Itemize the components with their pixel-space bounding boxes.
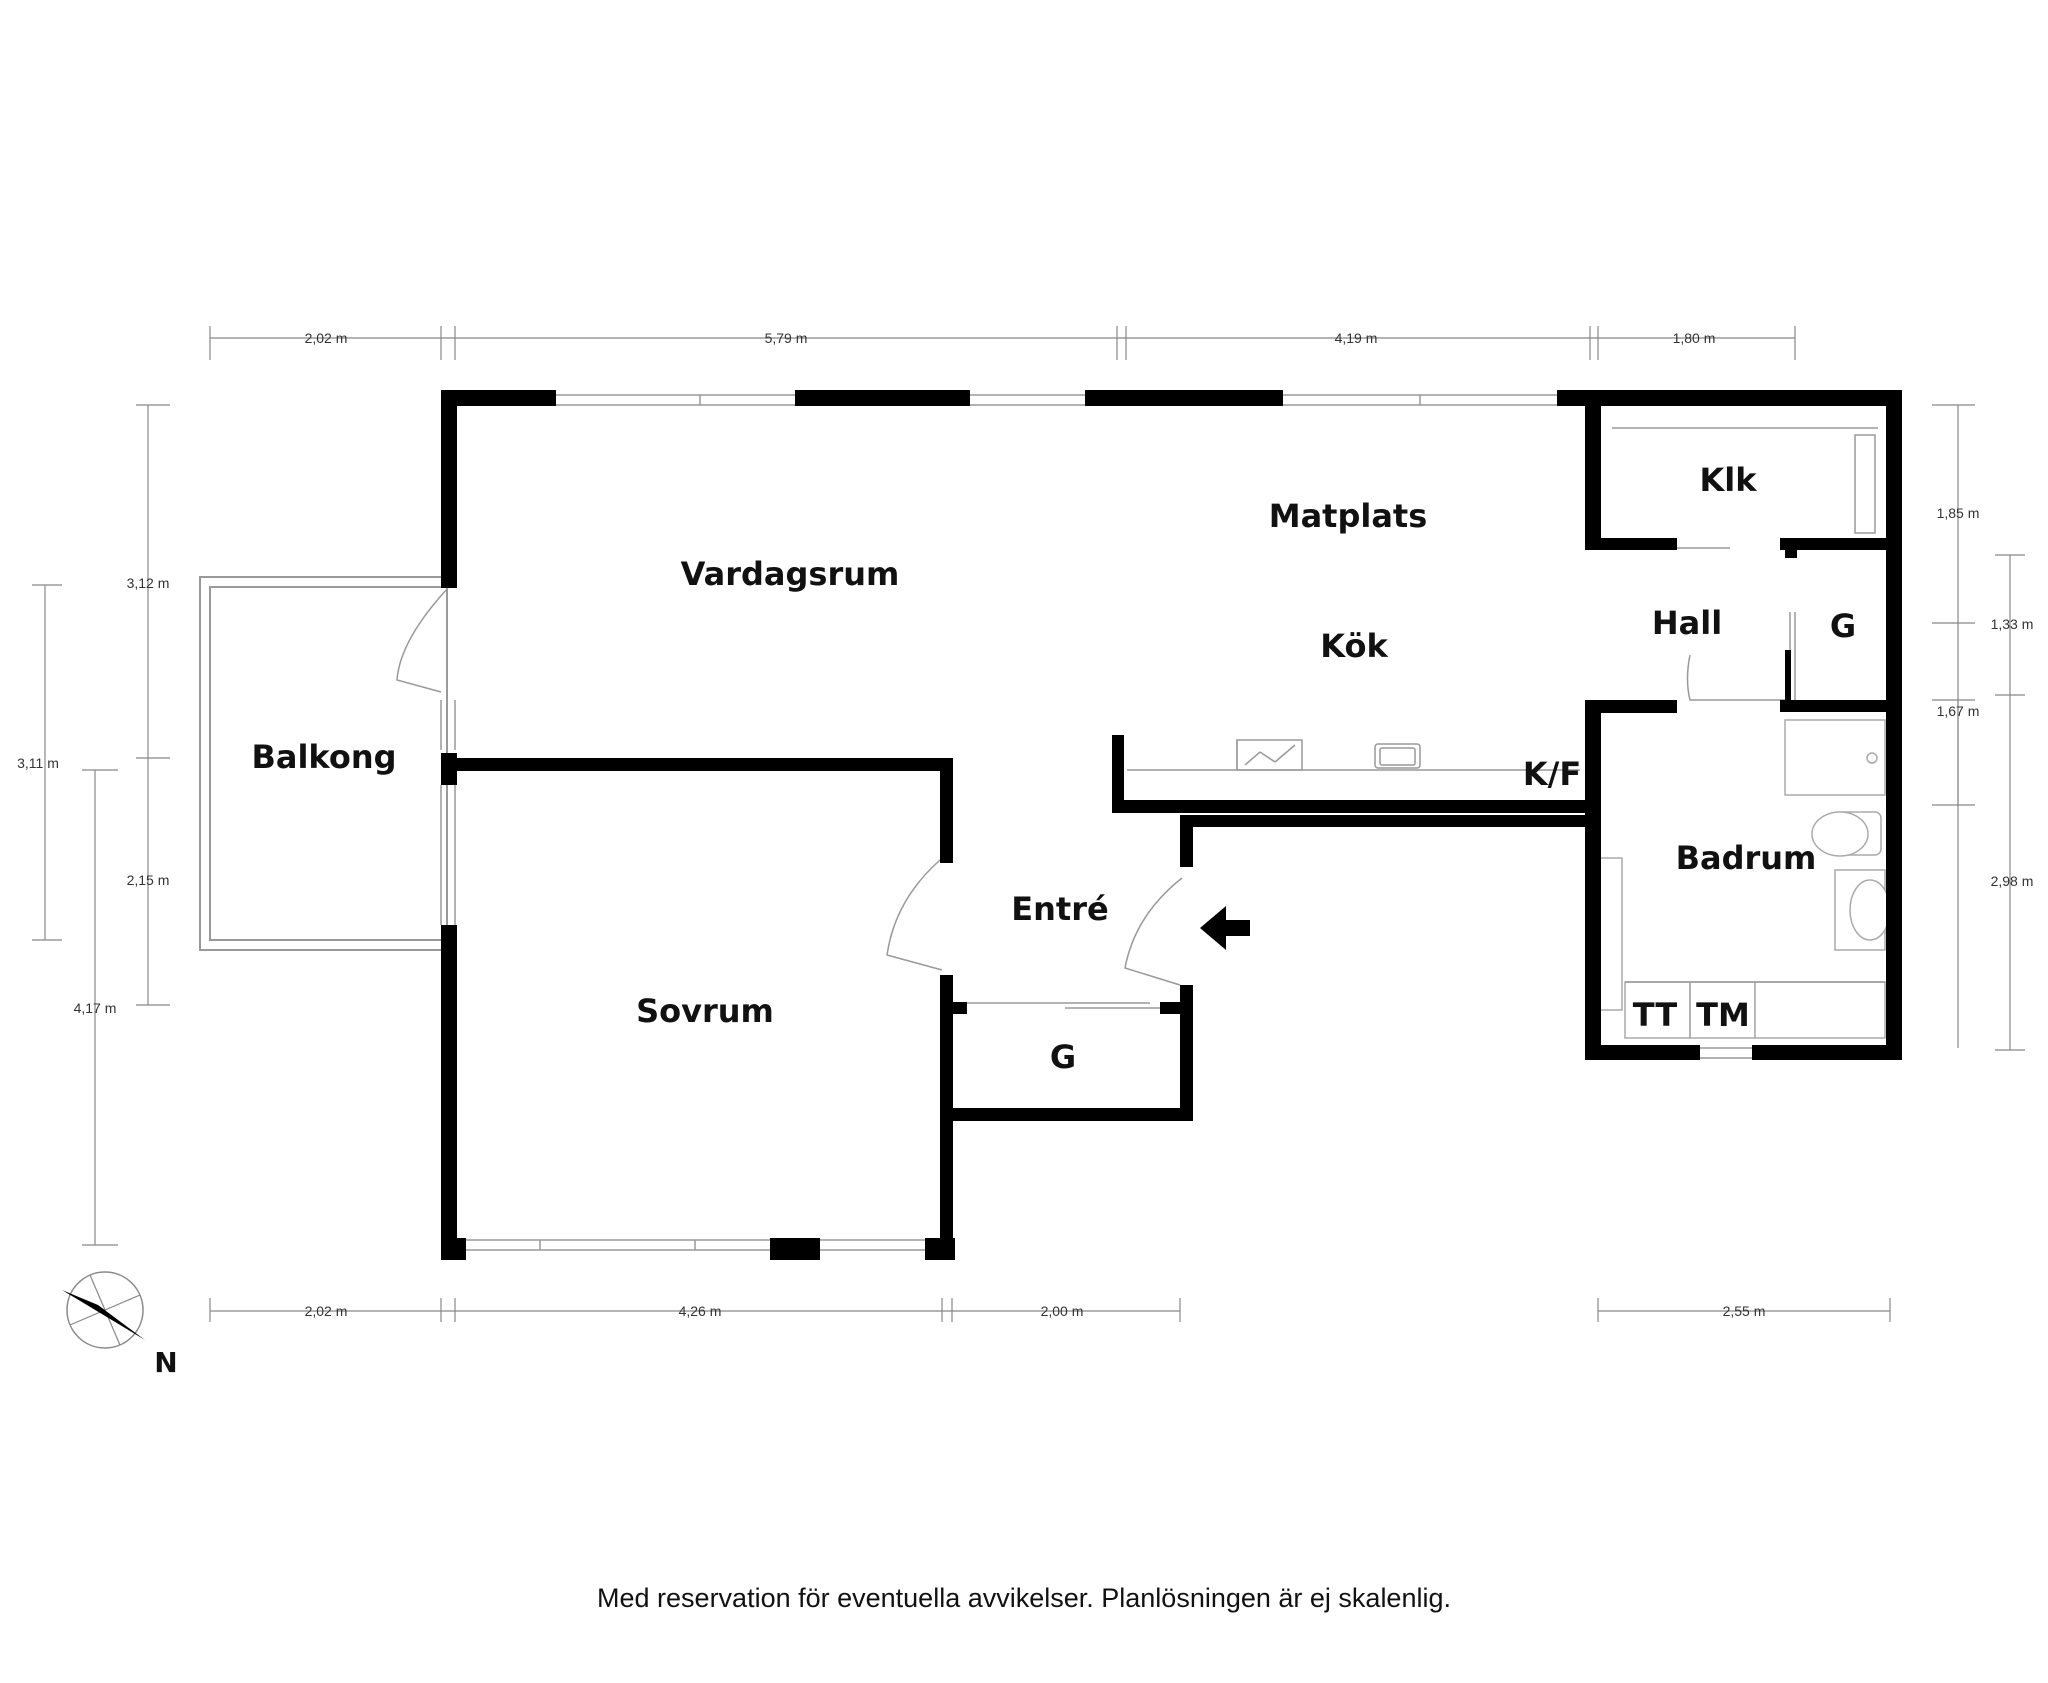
compass-north-label: N xyxy=(154,1346,177,1379)
walls xyxy=(441,390,1902,1260)
dim-left-3: 2,15 m xyxy=(127,872,170,888)
dim-top-1: 2,02 m xyxy=(305,330,348,346)
label-g-entre: G xyxy=(1050,1038,1076,1076)
dim-left-2: 3,11 m xyxy=(17,755,59,771)
dimension-lines xyxy=(32,326,2025,1322)
dimension-labels: 2,02 m 5,79 m 4,19 m 1,80 m 2,02 m 4,26 … xyxy=(17,330,2033,1319)
dim-left-1: 3,12 m xyxy=(127,575,170,591)
room-labels: Vardagsrum Matplats Kök Klk Hall G Balko… xyxy=(251,461,1856,1076)
dim-right-4: 2,98 m xyxy=(1991,873,2034,889)
bathroom-fixtures xyxy=(1599,719,1891,1039)
label-badrum: Badrum xyxy=(1676,839,1817,877)
label-balkong: Balkong xyxy=(251,738,396,776)
label-klk: Klk xyxy=(1699,461,1757,499)
label-tm: TM xyxy=(1696,996,1750,1034)
label-hall: Hall xyxy=(1652,604,1722,642)
dim-top-2: 5,79 m xyxy=(765,330,808,346)
north-arrow-icon xyxy=(62,1271,145,1349)
dim-top-3: 4,19 m xyxy=(1335,330,1378,346)
dim-bottom-1: 2,02 m xyxy=(305,1303,348,1319)
dim-bottom-4: 2,55 m xyxy=(1723,1303,1766,1319)
dim-right-2: 1,33 m xyxy=(1991,616,2034,632)
dim-top-4: 1,80 m xyxy=(1673,330,1716,346)
dim-bottom-3: 2,00 m xyxy=(1041,1303,1084,1319)
label-tt: TT xyxy=(1633,996,1678,1034)
dim-right-1: 1,85 m xyxy=(1937,505,1980,521)
label-kf: K/F xyxy=(1523,755,1581,793)
label-entre: Entré xyxy=(1011,890,1108,928)
entrance-arrow-icon xyxy=(1200,906,1250,950)
closet-details xyxy=(955,427,1878,1009)
label-g-hall: G xyxy=(1830,607,1856,645)
label-sovrum: Sovrum xyxy=(636,992,774,1030)
label-kok: Kök xyxy=(1320,627,1388,665)
dim-bottom-2: 4,26 m xyxy=(679,1303,722,1319)
dim-right-3: 1,67 m xyxy=(1937,703,1980,719)
windows xyxy=(440,394,1752,1251)
dim-left-4: 4,17 m xyxy=(74,1000,117,1016)
label-vardagsrum: Vardagsrum xyxy=(681,555,900,593)
label-matplats: Matplats xyxy=(1269,497,1428,535)
disclaimer-text: Med reservation för eventuella avvikelse… xyxy=(597,1583,1451,1613)
kitchen-counter xyxy=(1127,739,1580,771)
